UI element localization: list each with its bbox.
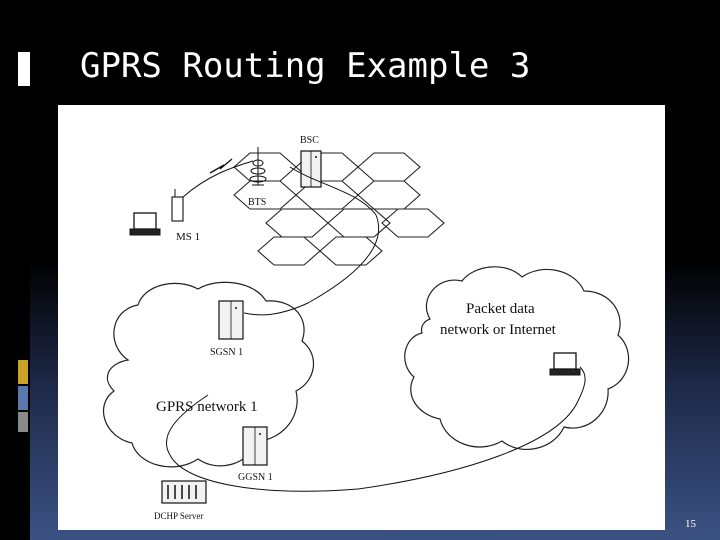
- ms-laptop-icon: [129, 212, 161, 236]
- packet-network-cloud: [404, 266, 630, 450]
- rail-accent-gold: [18, 360, 28, 384]
- ggsn-cabinet-icon: [242, 426, 268, 466]
- ggsn-label: GGSN 1: [238, 472, 273, 483]
- bts-label: BTS: [248, 197, 266, 208]
- bsc-label: BSC: [300, 135, 319, 146]
- host-laptop-icon: [549, 352, 581, 376]
- rail-marker: [18, 52, 30, 86]
- rail-accent-blue: [18, 386, 28, 410]
- routing-path: [165, 166, 586, 492]
- gprs-network-cloud: [103, 281, 315, 468]
- sgsn-label: SGSN 1: [210, 347, 243, 358]
- radio-path: [182, 160, 254, 198]
- left-rail: [0, 0, 30, 540]
- packet-network-label-line1: Packet data: [466, 301, 535, 317]
- ms-label: MS 1: [176, 231, 200, 243]
- bts-tower-icon: [249, 147, 267, 186]
- rail-accent-gray: [18, 412, 28, 432]
- radio-link-icon: [209, 158, 233, 174]
- page-number: 15: [685, 518, 696, 530]
- mobile-phone-icon: [171, 189, 184, 222]
- cell-grid: [233, 152, 445, 266]
- slide-title: GPRS Routing Example 3: [80, 46, 531, 86]
- sgsn-cabinet-icon: [218, 300, 244, 340]
- packet-network-label-line2: network or Internet: [440, 322, 557, 338]
- dhcp-server-icon: [161, 480, 207, 504]
- bsc-cabinet-icon: [300, 150, 322, 188]
- gprs-network-label: GPRS network 1: [156, 399, 258, 415]
- dhcp-label: DCHP Server: [154, 511, 203, 521]
- network-diagram: BSC BTS MS 1: [58, 105, 665, 530]
